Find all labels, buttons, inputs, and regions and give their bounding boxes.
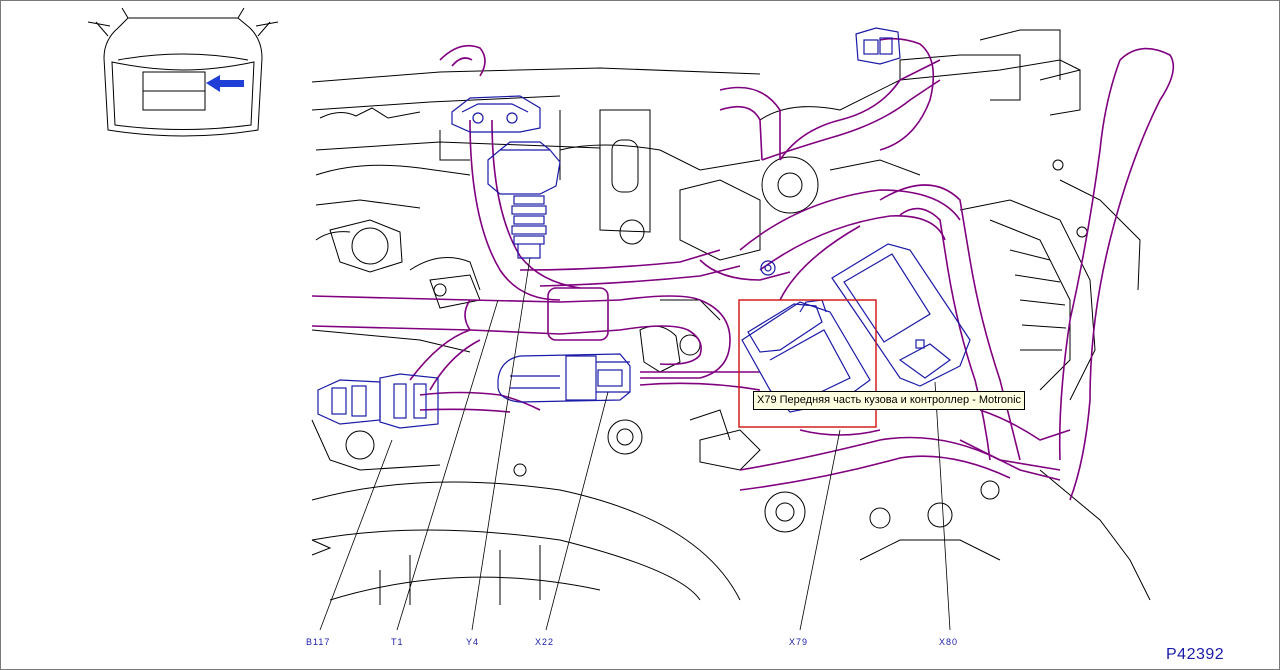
b117-t1-connector	[317, 373, 439, 429]
top-connector	[855, 27, 901, 65]
callout-y4[interactable]: Y4	[466, 637, 480, 647]
callout-x80[interactable]: X80	[939, 637, 959, 647]
engine-outlines	[311, 29, 1151, 605]
callout-x79[interactable]: X79	[789, 637, 809, 647]
small-clip	[760, 260, 776, 276]
arrow-left-icon	[206, 75, 244, 92]
leader-lines	[319, 257, 951, 631]
callout-b117[interactable]: B117	[306, 637, 331, 647]
x80-connector[interactable]	[831, 243, 971, 387]
callout-x22[interactable]: X22	[535, 637, 555, 647]
x22-connector	[497, 353, 631, 403]
callout-t1[interactable]: T1	[391, 637, 404, 647]
y4-component	[451, 95, 561, 259]
car-front-view-icon	[87, 7, 279, 137]
hoses-and-wiring	[311, 37, 1175, 501]
figure-reference: P42392	[1166, 646, 1225, 663]
x79-tooltip: X79 Передняя часть кузова и контроллер -…	[753, 391, 1026, 410]
x79-highlight-box	[738, 299, 877, 428]
